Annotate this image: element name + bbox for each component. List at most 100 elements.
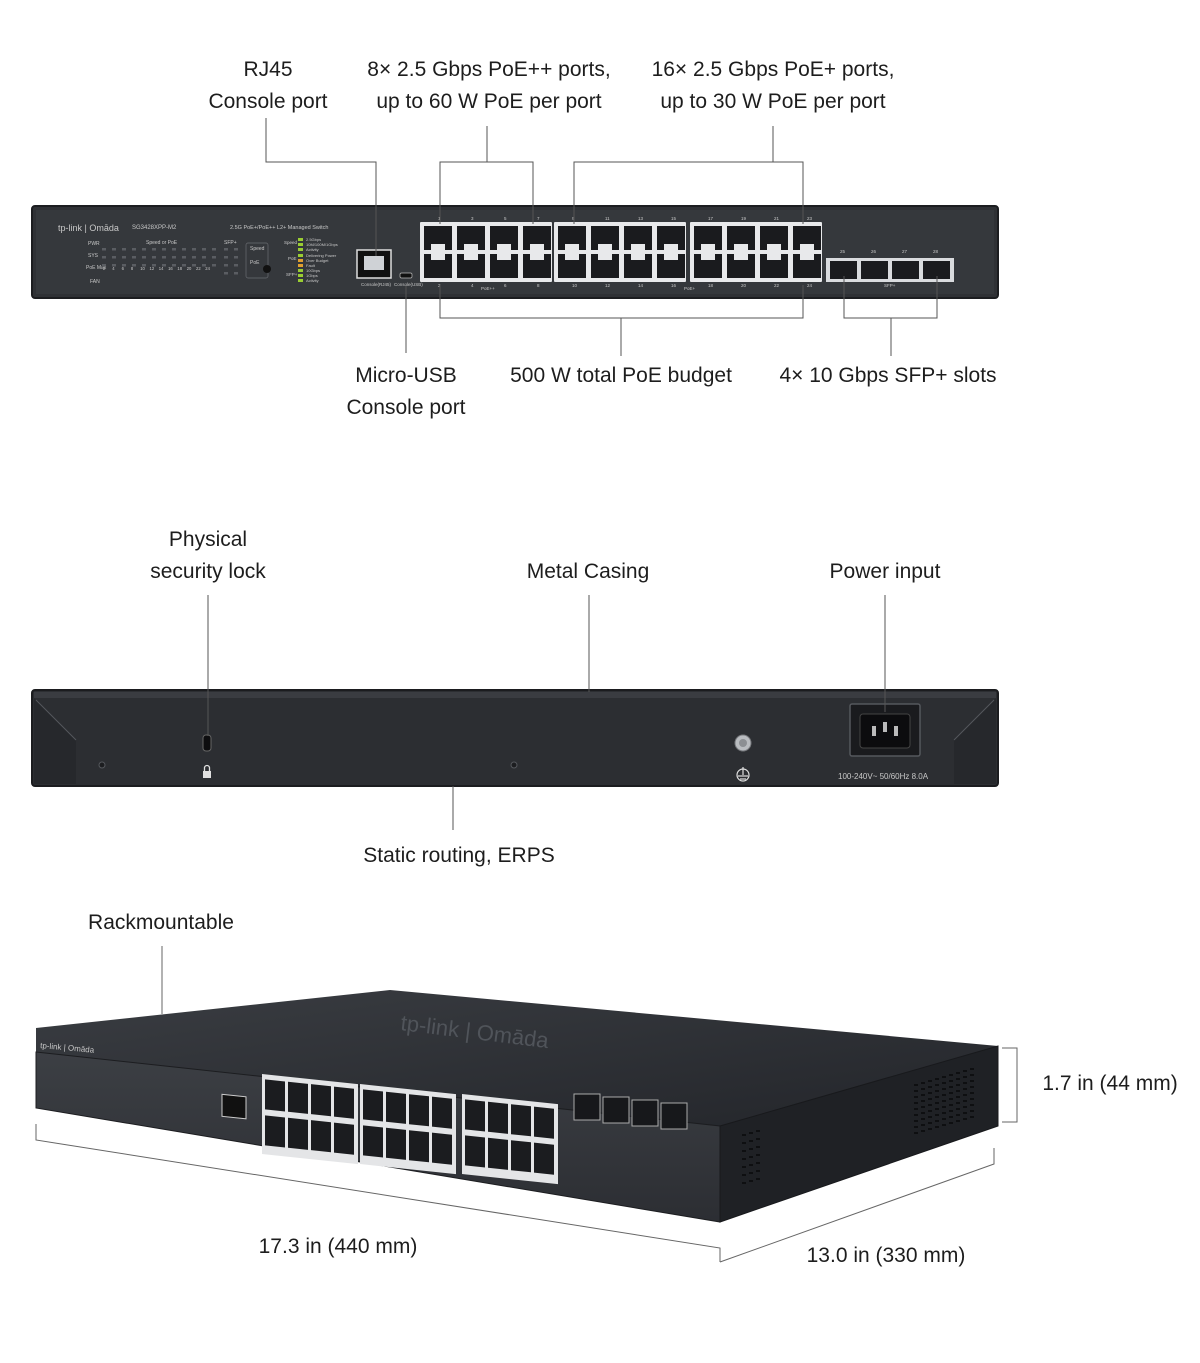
vent-hole [749, 1140, 753, 1142]
vent-hole [970, 1068, 974, 1070]
front-brand-logo: tp-link | Omāda [58, 223, 119, 233]
port-number-bottom: 10 [572, 283, 578, 288]
side-vents [742, 1068, 974, 1184]
rj45-port-latch [598, 254, 612, 260]
led-indicator [122, 256, 126, 259]
sfp-slot[interactable] [923, 261, 950, 279]
led-indicator [152, 256, 156, 259]
angled-rj45-port [334, 1122, 354, 1155]
led-indicator [122, 248, 126, 251]
vent-hole [949, 1098, 953, 1100]
vent-hole [756, 1162, 760, 1164]
vent-hole [963, 1112, 967, 1114]
rj45-port-latch [664, 254, 678, 260]
sfp-slot[interactable] [892, 261, 919, 279]
poe-button-label: PoE [250, 260, 260, 266]
led-legend: Speed 2.5Gbps 10M/100M/1Gbps Activity Po… [284, 237, 338, 283]
led-indicator [172, 248, 176, 251]
sfp-slot[interactable] [861, 261, 888, 279]
vent-hole [749, 1132, 753, 1134]
vent-hole [742, 1182, 746, 1184]
port-number-bottom: 4 [471, 283, 474, 288]
vent-hole [921, 1088, 925, 1090]
vent-hole [963, 1082, 967, 1084]
vent-hole [935, 1090, 939, 1092]
led-label-fan: FAN [90, 279, 100, 285]
rj45-port-latch [565, 254, 579, 260]
vent-hole [928, 1086, 932, 1088]
vent-hole [756, 1146, 760, 1148]
vent-hole [921, 1106, 925, 1108]
led-indicator [162, 264, 166, 267]
angled-rj45-port [363, 1125, 383, 1158]
vent-hole [921, 1124, 925, 1126]
port-number-top: 13 [638, 216, 644, 221]
legend-sfp-1: 10Gbps [306, 268, 320, 273]
vent-hole [970, 1110, 974, 1112]
vent-hole [914, 1090, 918, 1092]
port-block-frame [554, 222, 686, 282]
angled-rj45-port [432, 1132, 452, 1165]
port-number-bottom: 12 [605, 283, 611, 288]
sfp-number: 26 [871, 249, 877, 254]
sfp-led-indicator [224, 256, 228, 259]
vent-hole [942, 1076, 946, 1078]
rj45-port-latch [497, 254, 511, 260]
led-port-number: 20 [187, 266, 192, 271]
rj45-port-latch [530, 244, 544, 250]
led-port-number: 18 [177, 266, 182, 271]
vent-hole [756, 1178, 760, 1180]
legend-sfp-3: Activity [306, 278, 319, 283]
vent-hole [970, 1080, 974, 1082]
vent-hole [970, 1092, 974, 1094]
port-number-bottom: 6 [504, 283, 507, 288]
led-indicator [102, 256, 106, 259]
vent-hole [935, 1078, 939, 1080]
power-input-label: Power input [829, 560, 941, 583]
vent-hole [963, 1118, 967, 1120]
vent-hole [963, 1076, 967, 1078]
sfp-led-indicator [234, 256, 238, 259]
rj45-port-latch [565, 244, 579, 250]
vent-hole [963, 1094, 967, 1096]
vent-hole [742, 1134, 746, 1136]
angled-rj45-port [511, 1140, 531, 1173]
angled-rj45-port [409, 1130, 429, 1163]
led-indicator [212, 256, 216, 259]
led-port-number: 24 [205, 266, 210, 271]
vent-hole [928, 1092, 932, 1094]
port-number-top: 23 [807, 216, 813, 221]
sfp-number: 27 [902, 249, 908, 254]
led-indicator [142, 264, 146, 267]
vent-hole [914, 1102, 918, 1104]
led-indicator [102, 248, 106, 251]
led-port-number: 4 [112, 266, 115, 271]
micro-usb-console-port[interactable] [399, 272, 413, 279]
sfp-slot[interactable] [830, 261, 857, 279]
dimension-lines [35, 946, 1018, 1263]
legend-speed-2: 10M/100M/1Gbps [306, 242, 338, 247]
vent-hole [970, 1116, 974, 1118]
vent-hole [928, 1080, 932, 1082]
angled-view-switch: tp-link | Omāda tp-link | Omāda [35, 990, 999, 1223]
poe-plusplus-ports-label: 8× 2.5 Gbps PoE++ ports,up to 60 W PoE p… [367, 58, 611, 113]
mode-button[interactable] [263, 265, 271, 273]
led-label-group: PWR SYS PoE Max FAN Speed or PoE SFP+ Sp… [86, 240, 265, 285]
led-port-number: 8 [131, 266, 134, 271]
vent-hole [914, 1084, 918, 1086]
vent-hole [914, 1126, 918, 1128]
vent-hole [956, 1084, 960, 1086]
vent-hole [756, 1154, 760, 1156]
led-indicator [112, 256, 116, 259]
port-number-top: 5 [504, 216, 507, 221]
angled-rj45-ports [262, 1074, 558, 1185]
vent-hole [928, 1104, 932, 1106]
security-lock-slot[interactable] [202, 734, 212, 752]
vent-hole [942, 1106, 946, 1108]
speed-poe-label: Speed or PoE [146, 240, 178, 246]
angled-rj45-port [465, 1135, 485, 1168]
port-number-bottom: 20 [741, 283, 747, 288]
